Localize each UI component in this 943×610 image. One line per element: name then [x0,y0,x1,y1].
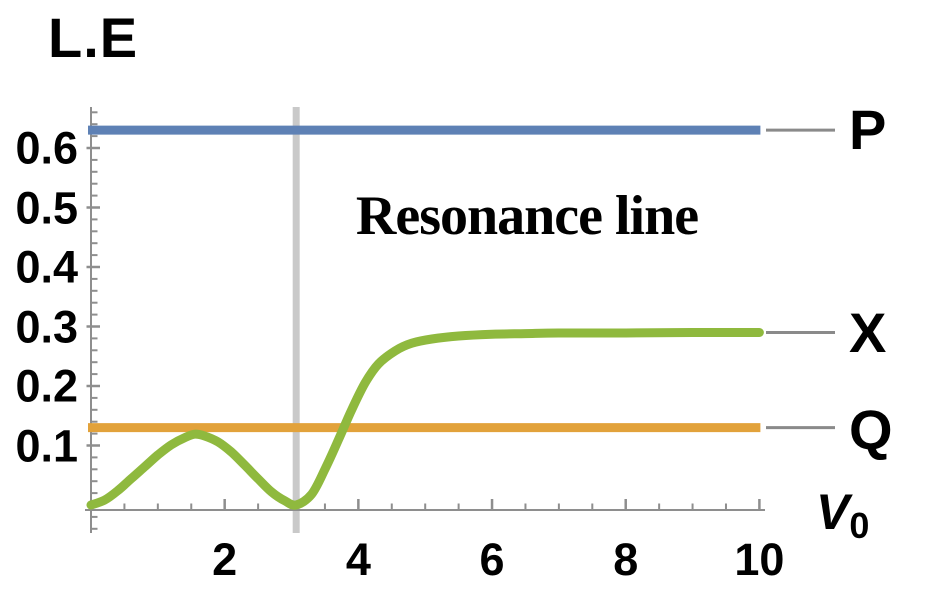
x-tick-label: 4 [345,534,371,585]
y-tick-label: 0.4 [15,241,78,293]
y-axis-title: L.E [48,6,139,69]
series-label-p: P [849,98,887,161]
x-axis-title-main: V [816,484,850,540]
x-tick-label: 10 [734,534,785,585]
series-label-q: Q [849,398,893,461]
y-tick-label: 0.5 [15,182,78,233]
x-tick-label: 6 [479,534,505,585]
y-tick-label: 0.3 [15,301,78,352]
y-tick-label: 0.6 [15,122,78,174]
x-tick-label: 8 [613,534,639,585]
x-tick-label: 2 [212,534,238,585]
x-axis-title: V0 [816,487,869,544]
resonance-annotation: Resonance line [355,185,699,247]
y-tick-label: 0.1 [15,420,78,471]
y-tick-label: 0.2 [15,360,78,412]
series-x-curve [86,327,764,510]
x-axis-title-subscript: 0 [849,505,870,546]
series-label-x: X [849,301,887,364]
